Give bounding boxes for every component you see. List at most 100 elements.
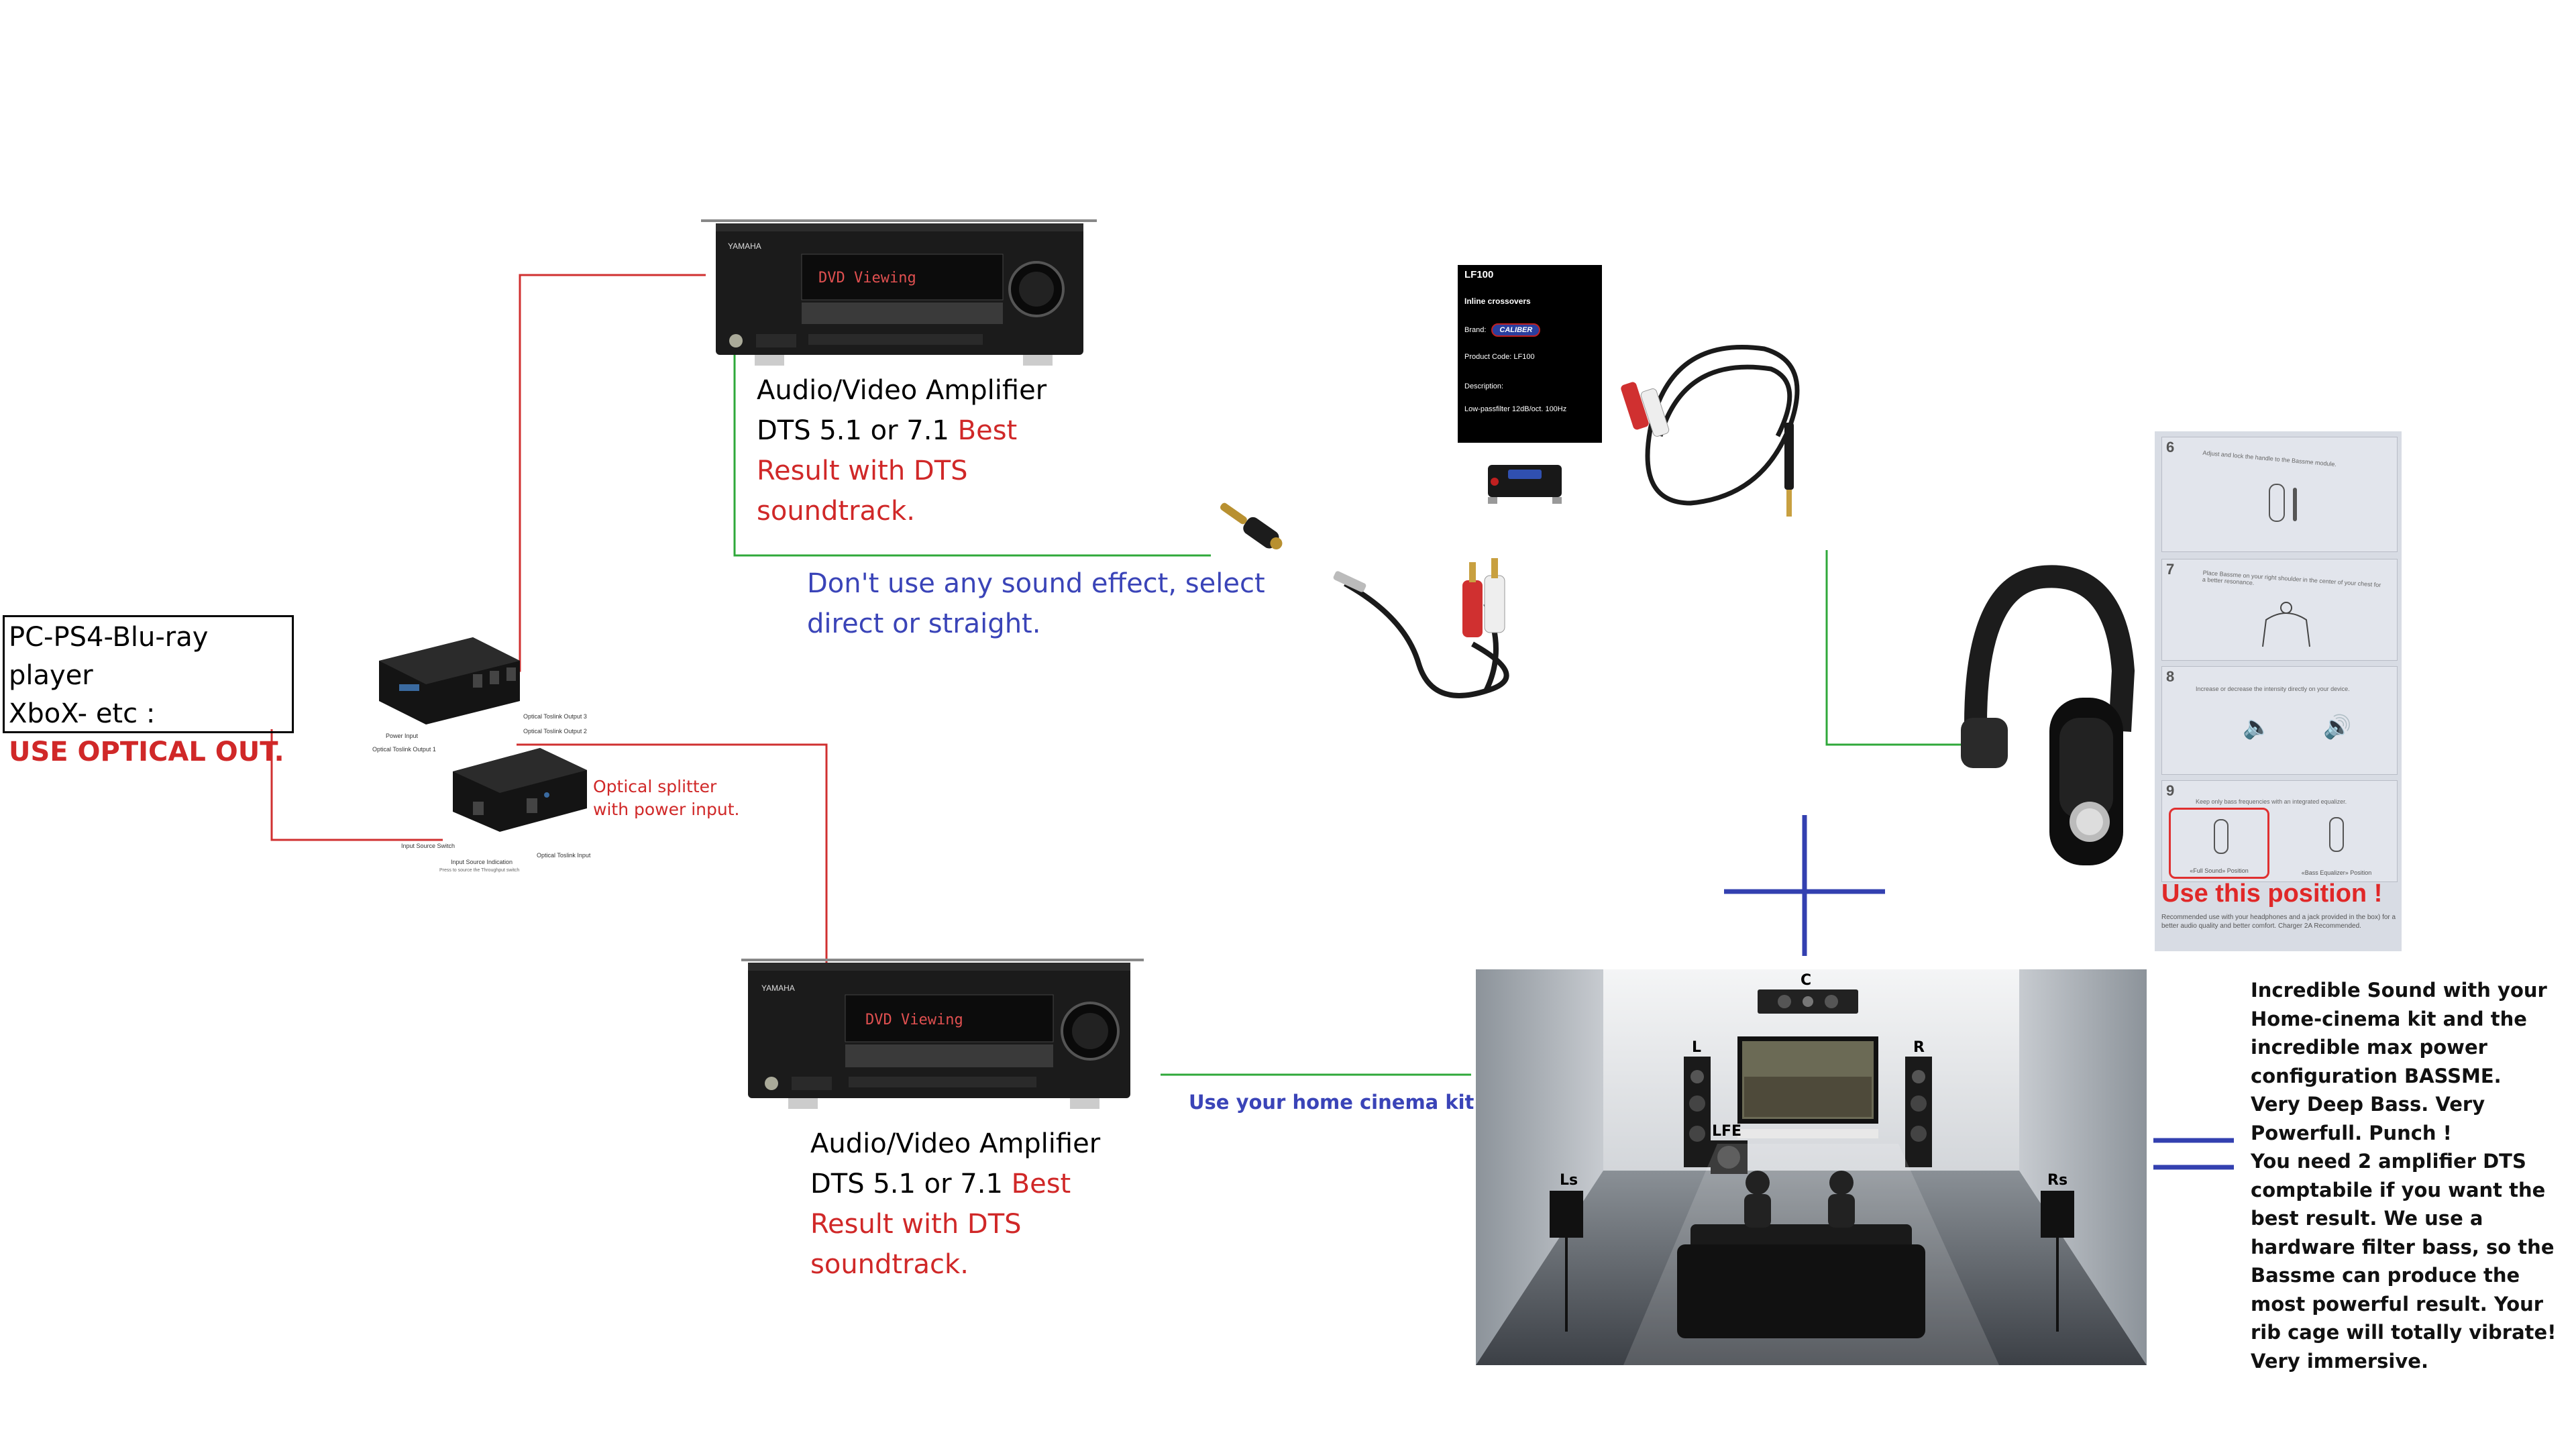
amp-bottom-brand: YAMAHA [761, 983, 795, 993]
description-line: Powerfull. Punch ! [2251, 1121, 2452, 1144]
red-wire-left [270, 729, 443, 841]
speaker-label-r: R [1913, 1039, 1925, 1056]
amp-top-caption: Audio/Video Amplifier DTS 5.1 or 7.1 Bes… [757, 370, 1046, 531]
amp-bottom-caption-line1: Audio/Video Amplifier [810, 1128, 1101, 1159]
amp-top-caption-result: Result with DTS [757, 455, 968, 486]
optical-splitter-lower [446, 745, 594, 839]
splitter-icon [453, 748, 587, 832]
bass-equalizer-label: «Bass Equalizer» Position [2301, 869, 2372, 876]
description-line: configuration BASSME. [2251, 1064, 2502, 1087]
green-wire-amp-top [733, 349, 1211, 557]
full-sound-option: «Full Sound» Position [2169, 808, 2269, 879]
splitter-small-note: Press to source the Throughput switch [439, 868, 520, 873]
red-wire-top [508, 274, 706, 672]
amplifier-icon: YAMAHA DVD Viewing [741, 959, 1144, 1109]
amp-bottom-caption: Audio/Video Amplifier DTS 5.1 or 7.1 Bes… [810, 1124, 1100, 1285]
lf100-brand-label: Brand: [1464, 326, 1487, 334]
amp-bottom-caption-soundtrack: soundtrack. [810, 1249, 969, 1280]
description-line: Home-cinema kit and the [2251, 1007, 2527, 1030]
bass-equalizer-option: «Bass Equalizer» Position [2286, 808, 2387, 879]
source-line-2: XboX- etc : [9, 698, 156, 729]
splitter-label-switch: Input Source Switch [401, 843, 455, 849]
splitter-label-out2: Optical Toslink Output 2 [523, 728, 587, 735]
lf100-subtitle: Inline crossovers [1464, 297, 1531, 306]
speaker-label-ls: Ls [1560, 1172, 1578, 1189]
jack-adapter [1208, 490, 1295, 564]
manual-step-9-number: 9 [2166, 782, 2175, 799]
rca-cable-icon [1333, 558, 1509, 698]
amp-top-brand: YAMAHA [728, 241, 761, 251]
full-sound-label: «Full Sound» Position [2190, 867, 2249, 874]
description-line: best result. We use a [2251, 1207, 2483, 1230]
volume-up-icon: 🔊 [2323, 714, 2352, 740]
hand-bassme-icon [2269, 484, 2297, 522]
amplifier-top: YAMAHA DVD Viewing [701, 217, 1097, 372]
home-cinema-room-illustration [1476, 969, 2147, 1365]
source-box: PC-PS4-Blu-ray player XboX- etc : USE OP… [3, 615, 294, 767]
splitter-label-power: Power Input [386, 733, 419, 739]
description-line: You need 2 amplifier DTS [2251, 1150, 2526, 1173]
lf100-title: LF100 [1464, 269, 1494, 280]
amp-top-display: DVD Viewing [818, 270, 916, 286]
splitter-label: Optical splitter with power input. [593, 775, 739, 821]
rca-y-cable [1332, 557, 1553, 718]
description-line: incredible max power [2251, 1036, 2487, 1059]
speaker-label-c: C [1801, 972, 1812, 989]
description-line: rib cage will totally vibrate! [2251, 1321, 2557, 1344]
manual-step-7: 7 Place Bassme on your right shoulder in… [2161, 559, 2398, 661]
green-wire-bassme [1825, 550, 1998, 746]
description-line: hardware filter bass, so the [2251, 1235, 2555, 1258]
lf100-brand-logo: CALIBER [1491, 323, 1541, 337]
amp-bottom-display: DVD Viewing [865, 1012, 963, 1028]
splitter-label-line2: with power input. [593, 800, 740, 819]
description-line: comptabile if you want the [2251, 1178, 2546, 1201]
splitter-label-toslink-in: Optical Toslink Input [537, 852, 591, 859]
lf100-module [1474, 455, 1575, 515]
amplifier-bottom: YAMAHA DVD Viewing [741, 956, 1144, 1117]
manual-step-7-number: 7 [2166, 561, 2175, 578]
amp-top-caption-dts: DTS 5.1 or 7.1 [757, 415, 958, 446]
manual-step-6-text: Adjust and lock the handle to the Bassme… [2202, 449, 2337, 468]
description-line: Very immersive. [2251, 1349, 2428, 1373]
manual-step-9: 9 Keep only bass frequencies with an int… [2161, 780, 2398, 882]
manual-step-8: 8 Increase or decrease the intensity dir… [2161, 666, 2398, 775]
bassme-manual: 6 Adjust and lock the handle to the Bass… [2155, 431, 2402, 951]
amp-top-caption-soundtrack: soundtrack. [757, 496, 915, 527]
crossover-module-icon [1488, 465, 1562, 504]
sound-effect-note-line2: direct or straight. [807, 608, 1041, 639]
torso-icon [2262, 602, 2310, 647]
source-line-1: PC-PS4-Blu-ray player [9, 622, 209, 691]
lf100-desc: Low-passfilter 12dB/oct. 100Hz [1464, 405, 1567, 413]
splitter-icon [379, 637, 520, 724]
description-line: most powerful result. Your [2251, 1292, 2544, 1316]
description-line: Very Deep Bass. Very [2251, 1093, 2485, 1116]
rca-jack-cable-icon [1621, 345, 1800, 517]
jack-adapter-icon [1220, 502, 1283, 549]
manual-step-6-number: 6 [2166, 439, 2175, 455]
manual-step-8-text: Increase or decrease the intensity direc… [2196, 686, 2350, 692]
description-text: Incredible Sound with your Home-cinema k… [2251, 976, 2556, 1375]
splitter-label-out1: Optical Toslink Output 1 [372, 746, 436, 753]
optical-splitter-upper [372, 634, 533, 735]
lf100-card: LF100 Inline crossovers Brand: CALIBER P… [1458, 265, 1602, 443]
manual-footer: Recommended use with your headphones and… [2161, 914, 2396, 930]
manual-step-8-number: 8 [2166, 668, 2175, 685]
splitter-label-indication: Input Source Indication [451, 859, 513, 865]
bassme-outline-icon [2329, 817, 2344, 852]
manual-step-9-text: Keep only bass frequencies with an integ… [2196, 798, 2347, 805]
amplifier-icon: YAMAHA DVD Viewing [701, 219, 1097, 366]
splitter-label-line1: Optical splitter [593, 777, 717, 796]
source-line-3: USE OPTICAL OUT. [9, 737, 284, 767]
amp-bottom-caption-best: Best [1011, 1169, 1071, 1199]
home-cinema-room: C L R LFE Ls Rs [1476, 969, 2147, 1365]
manual-step-7-text: Place Bassme on your right shoulder in t… [2202, 569, 2381, 589]
speaker-label-lfe: LFE [1712, 1123, 1742, 1140]
sound-effect-note: Don't use any sound effect, select direc… [807, 564, 1265, 644]
amp-top-caption-line1: Audio/Video Amplifier [757, 375, 1047, 406]
rca-jack-cable [1610, 309, 1831, 530]
description-line: Bassme can produce the [2251, 1264, 2520, 1287]
amp-bottom-caption-dts: DTS 5.1 or 7.1 [810, 1169, 1012, 1199]
amp-bottom-caption-result: Result with DTS [810, 1209, 1022, 1240]
amp-top-caption-best: Best [957, 415, 1018, 446]
lf100-desc-label: Description: [1464, 382, 1504, 390]
